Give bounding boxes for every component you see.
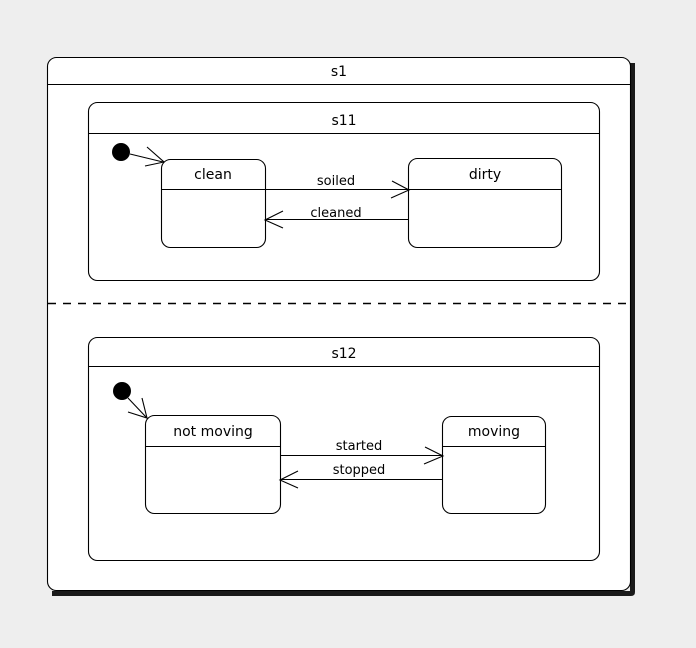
state-not-moving[interactable]: not moving [144,414,282,515]
state-clean[interactable]: clean [160,158,267,249]
state-not-moving-frame [144,414,282,515]
state-dirty-frame [407,157,563,249]
state-not-moving-label: not moving [173,424,253,440]
initial-pseudostate-s12[interactable] [113,382,148,419]
state-dirty-label: dirty [469,167,501,183]
initial-state-dot-icon [113,382,131,400]
region-s12[interactable]: s12 not moving moving started [87,336,601,562]
transition-soiled-label: soiled [317,174,355,189]
s11-title: s11 [331,113,356,129]
transition-cleaned[interactable]: cleaned [263,206,409,229]
state-moving[interactable]: moving [441,415,547,515]
transition-soiled[interactable]: soiled [265,174,411,199]
transition-cleaned-label: cleaned [310,206,361,221]
state-clean-frame [160,158,267,249]
s12-title: s12 [331,346,356,362]
state-moving-label: moving [468,424,520,440]
initial-state-dot-icon [112,143,130,161]
state-dirty[interactable]: dirty [407,157,563,249]
region-s11[interactable]: s11 clean dirty soiled c [87,101,601,282]
state-clean-label: clean [194,167,232,183]
initial-transition-arrow-s12 [127,397,147,418]
transition-started-arrowhead-icon [423,446,445,465]
transition-stopped-arrowhead-icon [278,470,299,489]
transition-soiled-arrowhead-icon [390,180,411,199]
transition-stopped[interactable]: stopped [278,463,443,489]
initial-transition-arrow-s11 [129,153,164,163]
s1-title: s1 [331,64,347,80]
initial-transition-arrowhead-icon-s12 [127,397,148,419]
state-moving-frame [441,415,547,515]
transition-stopped-label: stopped [333,463,386,478]
transition-cleaned-arrowhead-icon [263,210,284,229]
transition-started-label: started [336,439,383,454]
transition-started[interactable]: started [280,439,445,465]
